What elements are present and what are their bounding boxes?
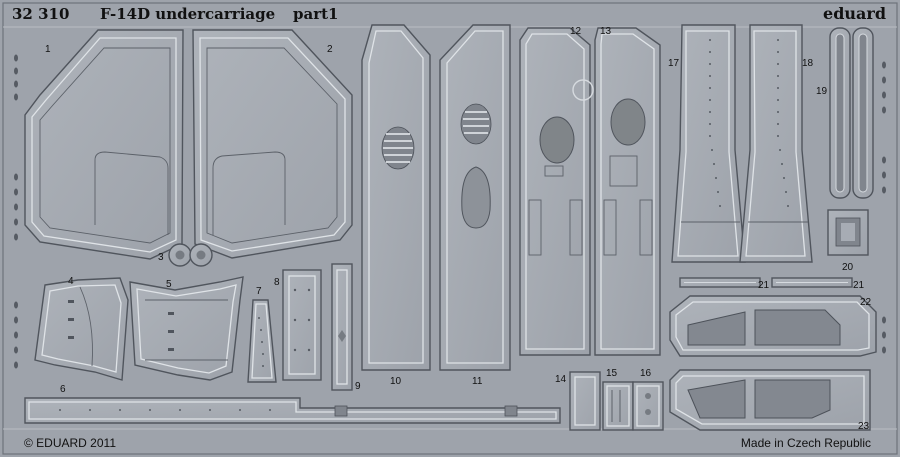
copyright-text: © EDUARD 2011 xyxy=(24,436,116,450)
part-5-panel xyxy=(129,276,244,381)
part-17-panel xyxy=(671,24,746,263)
part-number-16: 16 xyxy=(640,368,652,379)
part-21-strips xyxy=(679,277,853,288)
part-number-3: 3 xyxy=(158,252,164,263)
part-number-21: 21 xyxy=(853,280,865,291)
part-14-plate xyxy=(569,371,601,431)
kit-code: 32 310 xyxy=(12,5,70,23)
fret-part: part1 xyxy=(293,5,339,23)
edge-markers-left xyxy=(14,54,18,369)
kit-title: F-14D undercarriage xyxy=(100,5,276,23)
part-number-18: 18 xyxy=(802,58,814,69)
part-6-strip xyxy=(24,397,561,424)
part-number-19: 19 xyxy=(816,86,828,97)
part-number-5: 5 xyxy=(166,279,172,290)
part-number-4: 4 xyxy=(68,276,74,287)
part-18-panel xyxy=(739,24,813,263)
part-8-plate xyxy=(282,269,322,381)
part-number-1: 1 xyxy=(45,44,51,55)
part-number-17: 17 xyxy=(668,58,680,69)
part-number-9: 9 xyxy=(355,381,361,392)
part-1-door xyxy=(24,29,184,260)
part-3-washers xyxy=(168,243,213,267)
part-16-plate xyxy=(632,381,664,431)
part-number-23: 23 xyxy=(858,421,870,432)
brand-name: eduard xyxy=(823,4,886,23)
part-13-bay-wall xyxy=(594,27,661,356)
part-number-11: 11 xyxy=(472,376,483,387)
part-number-10: 10 xyxy=(390,376,402,387)
part-number-12: 12 xyxy=(570,26,582,37)
edge-markers-right xyxy=(882,61,886,354)
part-number-2: 2 xyxy=(327,44,333,55)
part-4-panel xyxy=(34,277,129,381)
part-number-7: 7 xyxy=(256,286,262,297)
part-number-20: 20 xyxy=(842,262,854,273)
part-number-8: 8 xyxy=(274,277,280,288)
part-9-bar xyxy=(331,263,353,391)
part-number-22: 22 xyxy=(860,297,872,308)
part-12-bay-wall xyxy=(519,27,594,356)
part-number-13: 13 xyxy=(600,26,612,37)
part-number-15: 15 xyxy=(606,368,618,379)
part-15-plate xyxy=(602,381,634,431)
part-number-21: 21 xyxy=(758,280,770,291)
part-19-strips xyxy=(829,27,874,199)
part-7-plate xyxy=(247,299,277,383)
made-in-text: Made in Czech Republic xyxy=(740,436,871,450)
part-number-14: 14 xyxy=(555,374,567,385)
part-2-door xyxy=(192,29,353,259)
part-11-panel xyxy=(439,24,511,371)
part-23-cover xyxy=(669,369,871,431)
part-10-panel xyxy=(361,24,431,371)
part-number-6: 6 xyxy=(60,384,66,395)
part-20-bracket xyxy=(827,209,869,256)
part-22-cover xyxy=(669,295,877,357)
